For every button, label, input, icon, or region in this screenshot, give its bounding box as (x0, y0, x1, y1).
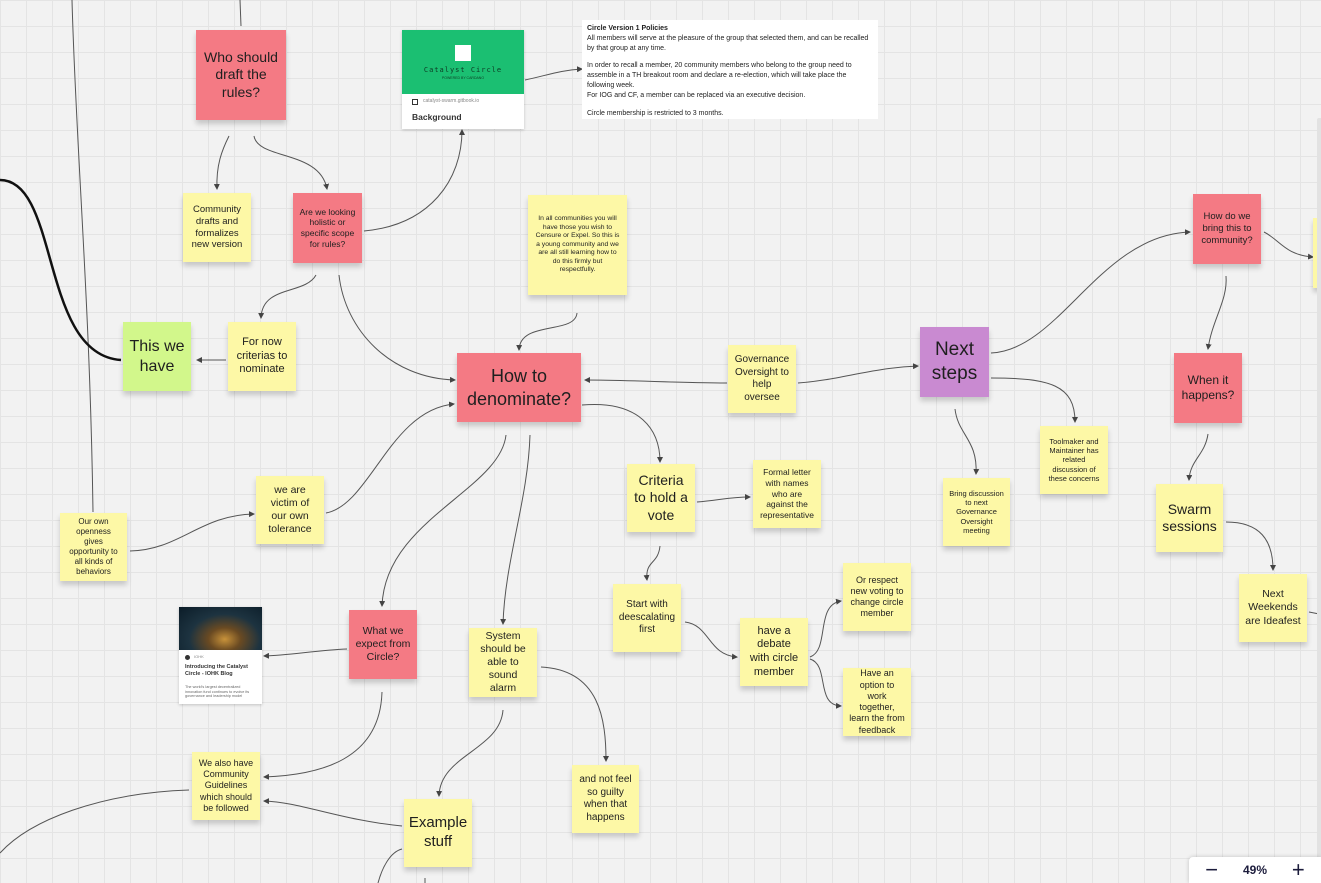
sticky-when-it-happens[interactable]: When it happens? (1174, 353, 1242, 423)
connector (239, 0, 242, 27)
connector (990, 377, 1078, 423)
sticky-community-guidelines[interactable]: We also have Community Guidelines which … (192, 752, 260, 820)
background-link-card[interactable]: Catalyst Circle POWERED BY CARDANO catal… (402, 30, 524, 129)
zoom-in-button[interactable]: + (1291, 857, 1305, 882)
connector (1186, 433, 1209, 481)
sticky-victim-tolerance[interactable]: we are victim of our own tolerance (256, 476, 324, 544)
connector (71, 0, 94, 513)
sticky-swarm-sessions[interactable]: Swarm sessions (1156, 484, 1223, 552)
sticky-formal-letter[interactable]: Formal letter with names who are against… (753, 460, 821, 528)
connector (797, 363, 919, 384)
policy-paragraph-4: Circle membership is restricted to 3 mon… (587, 109, 724, 117)
connector-bold (0, 178, 122, 362)
policy-text-block[interactable]: Circle Version 1 Policies All members wi… (582, 20, 878, 119)
iohk-logo-icon (185, 655, 190, 660)
sticky-bring-to-community[interactable]: How do we bring this to community? (1193, 194, 1261, 264)
sticky-holistic-scope[interactable]: Are we looking holistic or specific scop… (293, 193, 362, 263)
connector (990, 229, 1191, 354)
connector (377, 848, 403, 883)
policy-paragraph-1: All members will serve at the pleasure o… (587, 34, 869, 52)
connector (500, 434, 531, 625)
policy-paragraph-3: For IOG and CF, a member can be replaced… (587, 91, 806, 99)
sticky-start-deescalating[interactable]: Start with deescalating first (613, 584, 681, 652)
connector (325, 401, 455, 514)
policy-spacer (587, 53, 873, 61)
connector (643, 545, 661, 581)
iohk-blog-link-card[interactable]: IOHK Introducing the Catalyst Circle - I… (179, 607, 262, 704)
sticky-criteria-to-vote[interactable]: Criteria to hold a vote (627, 464, 695, 532)
sticky-next-steps[interactable]: Next steps (920, 327, 989, 397)
blog-card-site: IOHK (194, 654, 204, 659)
connector (809, 658, 842, 709)
sticky-have-debate[interactable]: have a debate with circle member (740, 618, 808, 686)
connector (524, 66, 583, 81)
connector (1225, 521, 1276, 571)
connector (540, 666, 609, 762)
connector (1205, 275, 1227, 350)
connector (809, 598, 842, 658)
catalyst-logo-icon (455, 45, 471, 61)
background-card-banner: Catalyst Circle POWERED BY CARDANO (402, 30, 524, 94)
sticky-toolmaker-maintainer[interactable]: Toolmaker and Maintainer has related dis… (1040, 426, 1108, 494)
sticky-next-weekends[interactable]: Next Weekends are Ideafest (1239, 574, 1307, 642)
banner-title: Catalyst Circle (423, 66, 503, 74)
connector (684, 621, 738, 660)
sticky-system-alarm[interactable]: System should be able to sound alarm (469, 628, 537, 697)
sticky-example-stuff[interactable]: Example stuff (404, 799, 472, 867)
gitbook-icon (412, 99, 418, 105)
connector (213, 135, 230, 190)
connector (253, 135, 330, 190)
zoom-level: 49% (1242, 863, 1267, 877)
zoom-control: − 49% + (1189, 857, 1321, 883)
connector (263, 798, 403, 827)
connector (263, 648, 348, 659)
connector (263, 691, 383, 780)
policy-spacer (587, 101, 873, 109)
sticky-community-drafts[interactable]: Community drafts and formalizes new vers… (183, 193, 251, 262)
policy-paragraph-2: In order to recall a member, 20 communit… (587, 62, 852, 89)
sticky-or-respect-voting[interactable]: Or respect new voting to change circle m… (843, 563, 911, 631)
sticky-bring-discussion[interactable]: Bring discussion to next Governance Over… (943, 478, 1010, 546)
connector (338, 274, 456, 383)
background-card-url: catalyst-swarm.gitbook.io (423, 98, 480, 104)
sticky-how-to-denominate[interactable]: How to denominate? (457, 353, 581, 422)
connector (1263, 231, 1314, 260)
banner-subtitle: POWERED BY CARDANO (441, 76, 485, 80)
zoom-out-button[interactable]: − (1205, 857, 1219, 882)
connector (584, 377, 728, 384)
sticky-this-we-have[interactable]: This we have (123, 322, 191, 391)
connector (129, 511, 255, 552)
background-card-title: Background (412, 112, 462, 122)
connector (581, 403, 663, 463)
sticky-our-openness[interactable]: Our own openness gives opportunity to al… (60, 513, 127, 581)
connector (516, 312, 578, 351)
connector (363, 129, 465, 232)
blog-card-description: The world's largest decentralized innova… (185, 685, 250, 699)
connector (954, 408, 980, 475)
sticky-option-work-together[interactable]: Have an option to work together, learn t… (843, 668, 911, 736)
sticky-who-should-draft[interactable]: Who should draft the rules? (196, 30, 286, 120)
sticky-not-feel-guilty[interactable]: and not feel so guilty when that happens (572, 765, 639, 833)
connector (258, 274, 317, 319)
connector (379, 434, 507, 607)
right-edge-scrollbar[interactable] (1317, 118, 1321, 868)
blog-card-image (179, 607, 262, 650)
blog-card-title: Introducing the Catalyst Circle - IOHK B… (185, 664, 248, 677)
connector (0, 789, 190, 854)
sticky-what-we-expect[interactable]: What we expect from Circle? (349, 610, 417, 679)
policy-title: Circle Version 1 Policies (587, 25, 668, 32)
connector (436, 709, 504, 797)
connector (696, 494, 751, 503)
sticky-for-now-criterias[interactable]: For now criterias to nominate (228, 322, 296, 391)
sticky-censure-expel[interactable]: In all communities you will have those y… (528, 195, 627, 295)
sticky-governance-oversight[interactable]: Governance Oversight to help oversee (728, 345, 796, 413)
